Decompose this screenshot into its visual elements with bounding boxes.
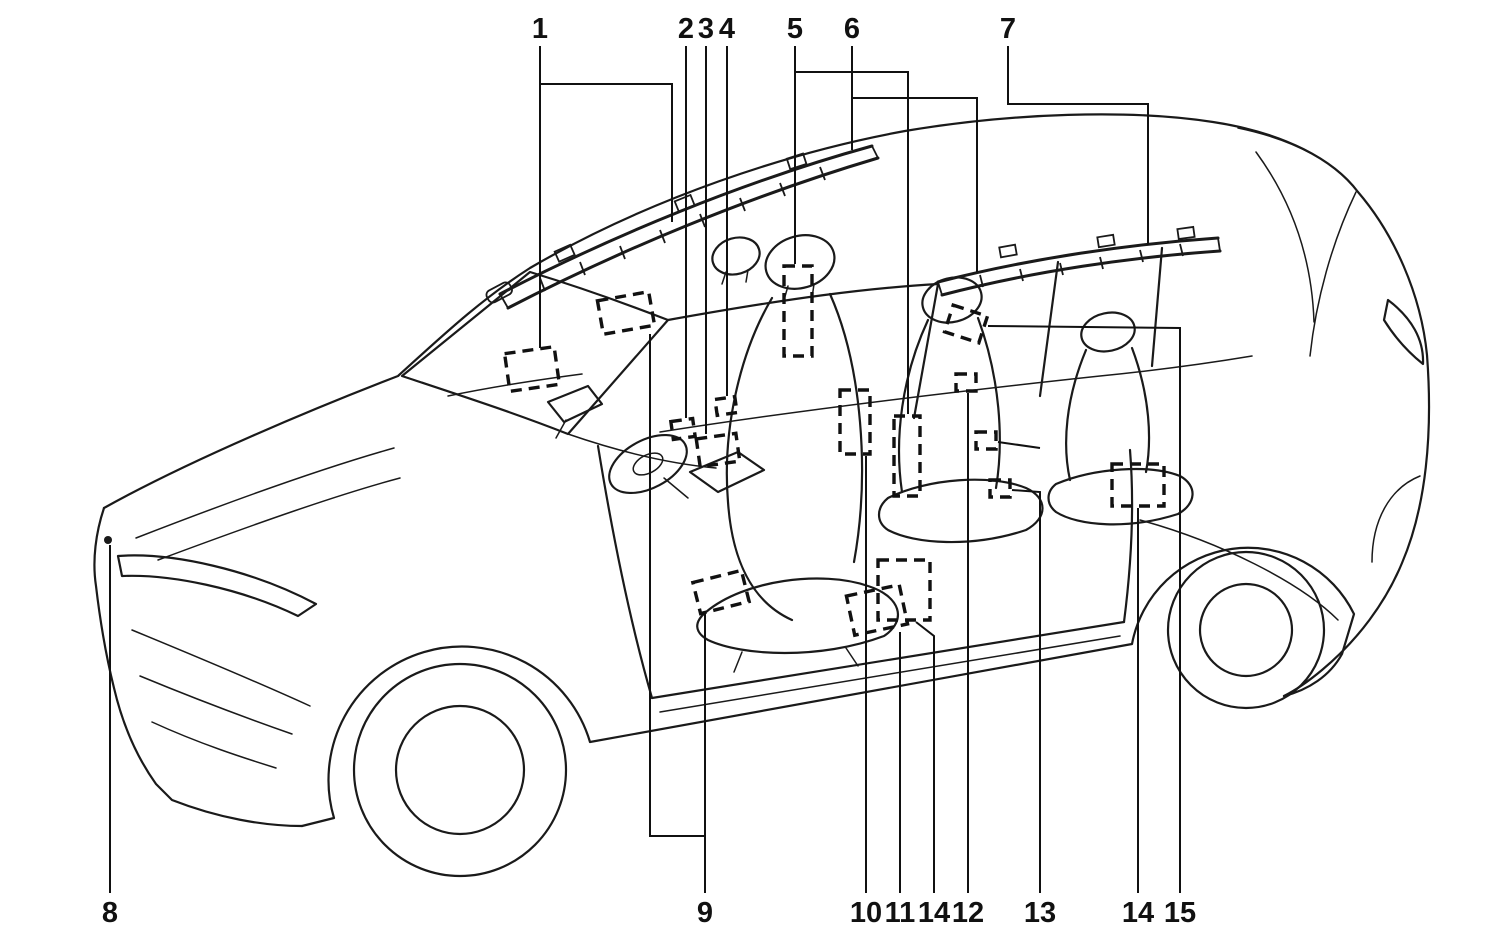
leader-line-6 [851,46,978,272]
leader-line-7 [1007,46,1149,245]
callout-label-1: 1 [532,13,548,45]
bumper-intake-line [151,721,277,769]
leader-line-13 [997,441,1041,893]
callout-label-14-seat: 14 [918,897,950,929]
front-wheel [352,662,568,878]
far-front-headrest [711,236,761,285]
component-markers [502,264,1166,638]
front-fascia [93,506,304,828]
far-c-pillar [1038,260,1060,398]
component-marker-9-seat [690,568,752,616]
component-marker-5-center [892,414,922,498]
body-upper-silhouette [102,113,1431,698]
steering-wheel [608,433,688,495]
headlight [116,554,318,618]
center-console [688,450,766,494]
tail-lamp [1382,298,1425,366]
rear-pillar-inner [1309,191,1357,357]
callout-label-7: 7 [1000,13,1016,45]
windshield [400,270,670,436]
component-marker-14-rear [1110,462,1166,508]
leader-line-15 [987,325,1181,893]
front-seat [696,234,900,673]
leader-line-14-seat [915,621,935,893]
rear-glass-line [1255,151,1315,323]
leader-line-5 [794,46,909,414]
front-crash-sensor-dot [104,536,112,544]
callout-label-4: 4 [719,13,735,45]
far-beltline [659,355,1253,433]
callout-label-6: 6 [844,13,860,45]
underbody-and-wheel-arches [300,546,1356,828]
sill-top-edge [650,620,1126,700]
callout-label-12: 12 [952,897,984,929]
rail-hatching [979,243,1184,288]
far-b-pillar [912,282,940,420]
third-row-seat [1047,311,1194,526]
wiper-line [447,373,583,397]
mirror-stem [555,419,567,439]
far-rear-wheel-arch [1371,475,1421,563]
steering-column [663,477,689,499]
grille-line-1 [131,629,311,707]
callout-label-11: 11 [885,897,916,929]
car-artwork [93,113,1431,878]
component-marker-5-bpillar [782,264,814,358]
near-roof-rail-curtain-airbag [485,144,880,310]
second-row-seat [877,276,1044,544]
callout-label-2: 2 [678,13,694,45]
leader-line-1 [539,46,673,348]
callout-label-14-rear: 14 [1122,897,1154,929]
sill-lower-edge [659,635,1121,713]
far-roof-rail-curtain-airbag [936,225,1222,297]
callout-label-8: 8 [102,897,118,929]
component-marker-10 [838,388,872,456]
rear-quarter-crease [1139,519,1339,621]
component-marker-2 [668,416,698,442]
hood-crease-1 [135,447,395,539]
component-marker-9-overhead [595,289,657,337]
hood-crease-2 [157,477,401,561]
component-marker-1 [502,344,562,394]
callout-label-3: 3 [698,13,714,45]
component-marker-13-lower [988,478,1012,499]
callout-label-15: 15 [1164,897,1196,929]
side-mirror [546,384,604,424]
far-roof-edge [666,282,940,322]
callout-label-5: 5 [787,13,803,45]
component-marker-15 [942,302,990,346]
hinge-pillar [596,444,654,700]
callout-labels-top: 1 2 3 4 5 6 7 [532,13,1016,45]
callout-label-9: 9 [697,897,713,929]
rear-wheel [1166,550,1326,710]
leader-line-9 [649,334,706,893]
spoiler-inner-line [1237,127,1359,193]
component-marker-11 [844,582,910,638]
component-marker-14-seat [876,558,932,622]
far-d-pillar [1150,246,1164,368]
callout-labels-bottom: 8 9 10 11 14 12 13 14 15 [102,897,1196,929]
callout-label-10: 10 [850,897,882,929]
component-marker-3 [694,431,742,469]
grille-line-2 [139,675,293,735]
component-marker-4 [713,394,739,418]
component-marker-13-upper [974,430,998,451]
leader-lines [109,46,1181,893]
steering-hub [632,452,664,476]
component-marker-12 [954,372,978,393]
rear-quarter-edge [1122,448,1134,624]
callout-label-13: 13 [1024,897,1056,929]
